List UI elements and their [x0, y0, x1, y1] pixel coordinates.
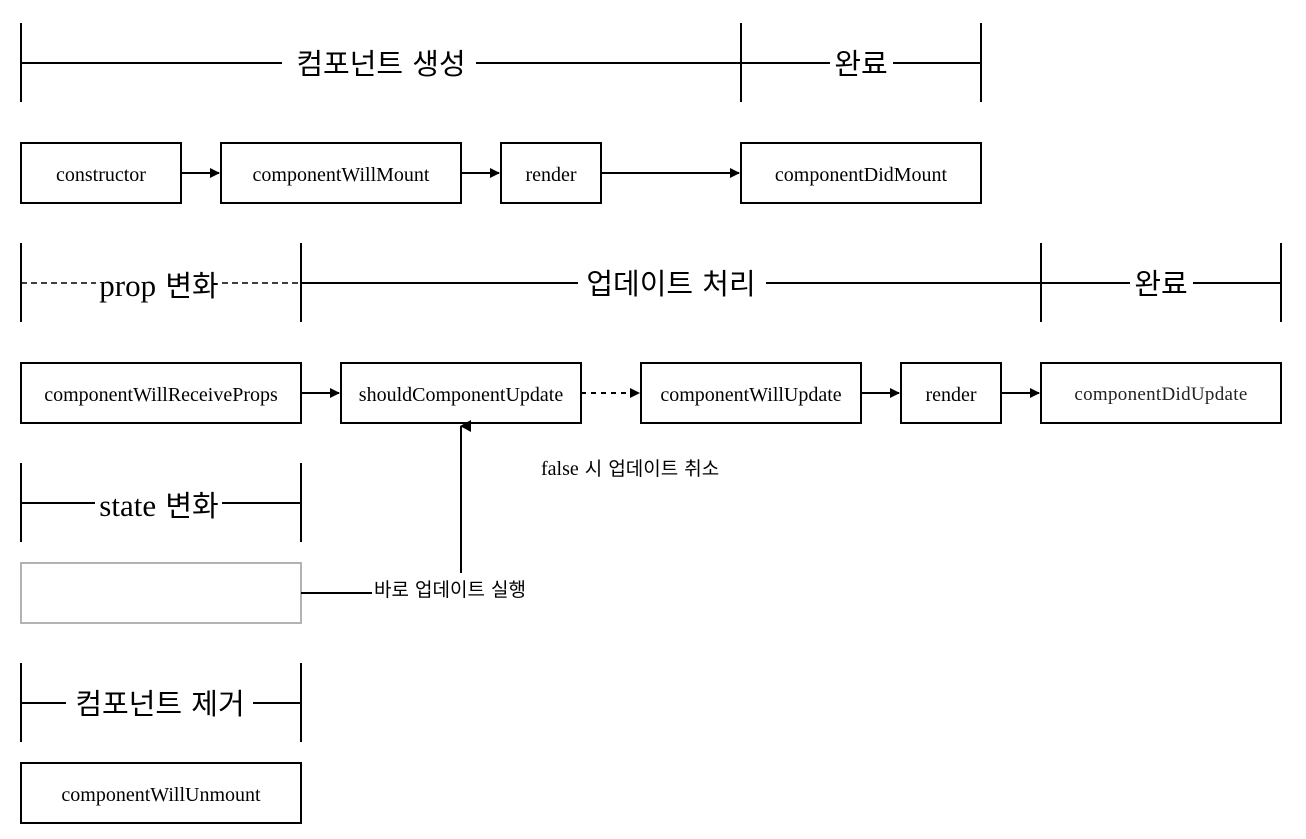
- component-did-update-label: componentDidUpdate: [1074, 384, 1247, 405]
- mount-phase-header: 컴포넌트 생성 완료: [20, 23, 982, 102]
- component-did-mount-box: [740, 142, 982, 204]
- component-will-mount-label: componentWillMount: [253, 164, 430, 186]
- component-will-update-box: [640, 362, 862, 424]
- state-to-should-update-connector: [301, 420, 471, 594]
- phase-label-prop-change: prop 변화: [99, 268, 218, 303]
- false-note-text: 시 업데이트 취소: [579, 458, 719, 480]
- component-will-receive-props-label: componentWillReceiveProps: [44, 384, 278, 406]
- update-render-box: [900, 362, 1002, 424]
- component-will-unmount-box: [20, 762, 302, 824]
- state-change-box: [20, 562, 302, 624]
- update-phase-header: prop 변화 업데이트 처리 완료: [20, 243, 1282, 322]
- component-will-receive-props-box: [20, 362, 302, 424]
- phase-label-update-done: 완료: [1134, 267, 1187, 301]
- state-phase-header: state 변화: [20, 463, 302, 542]
- mount-render-label: render: [525, 164, 576, 186]
- update-render-label: render: [925, 384, 976, 406]
- mount-render-box: [500, 142, 602, 204]
- prop-word: prop: [99, 268, 156, 303]
- should-component-update-label: shouldComponentUpdate: [359, 384, 564, 406]
- state-change-word: 변화: [156, 489, 219, 523]
- phase-label-component-remove: 컴포넌트 제거: [75, 687, 244, 721]
- component-did-mount-label: componentDidMount: [775, 164, 948, 186]
- constructor-box: [20, 142, 182, 204]
- component-will-mount-box: [220, 142, 462, 204]
- component-will-unmount-label: componentWillUnmount: [61, 784, 261, 806]
- false-word: false: [541, 458, 579, 480]
- constructor-label: constructor: [56, 164, 146, 186]
- prop-change-word: 변화: [156, 269, 219, 303]
- direct-update-note: 바로 업데이트 실행: [374, 579, 526, 601]
- phase-label-component-create: 컴포넌트 생성: [296, 47, 465, 81]
- unmount-phase-header: 컴포넌트 제거: [20, 663, 302, 742]
- phase-label-update-process: 업데이트 처리: [586, 267, 755, 301]
- false-cancel-note: false 시 업데이트 취소: [541, 458, 719, 480]
- state-word: state: [99, 488, 156, 523]
- phase-label-state-change: state 변화: [99, 488, 218, 523]
- component-will-update-label: componentWillUpdate: [660, 384, 841, 406]
- mount-row: constructor componentWillMount render co…: [20, 142, 982, 204]
- phase-label-mount-done: 완료: [834, 47, 887, 81]
- component-did-update-box: [1040, 362, 1282, 424]
- update-row: componentWillReceiveProps shouldComponen…: [20, 362, 1282, 424]
